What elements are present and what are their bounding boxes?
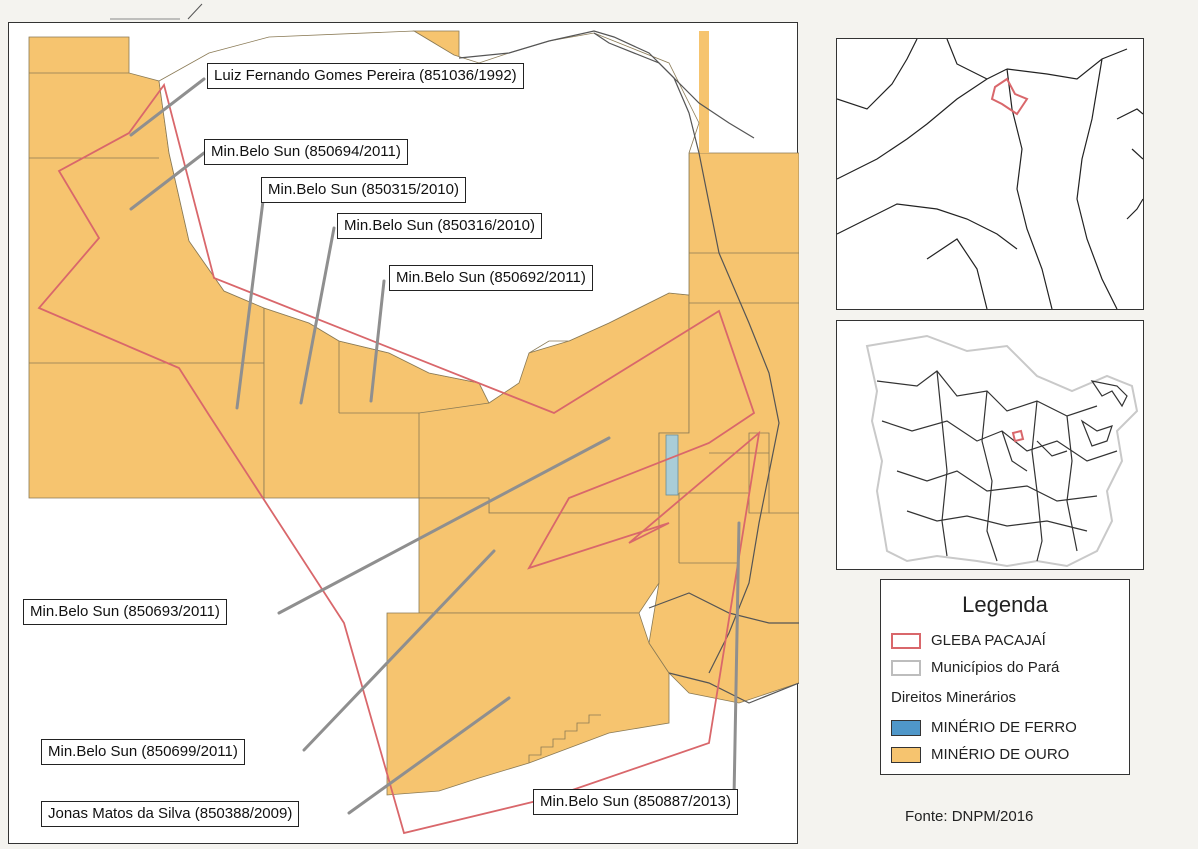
- leader-c7: [302, 549, 496, 752]
- gleba-pacaja-boundary: [37, 82, 761, 835]
- ferro-swatch: [891, 720, 921, 736]
- river-south2: [668, 672, 799, 704]
- callout-850887[interactable]: Min.Belo Sun (850887/2013): [533, 789, 738, 815]
- parcel-river-island: [699, 31, 709, 153]
- legend-label: GLEBA PACAJAÍ: [931, 632, 1046, 649]
- leader-lines: [129, 77, 741, 815]
- gold-parcels: [28, 30, 799, 796]
- leader-c2: [129, 151, 206, 211]
- river-east: [593, 32, 755, 139]
- municipios-swatch: [891, 660, 921, 676]
- legend-label: MINÉRIO DE OURO: [931, 746, 1070, 763]
- iron-parcel: [665, 434, 679, 496]
- legend-subheading: Direitos Minerários: [891, 689, 1017, 706]
- callout-850692[interactable]: Min.Belo Sun (850692/2011): [389, 265, 593, 291]
- callout-850316[interactable]: Min.Belo Sun (850316/2010): [337, 213, 542, 239]
- river-north: [458, 30, 780, 674]
- callout-850699[interactable]: Min.Belo Sun (850699/2011): [41, 739, 245, 765]
- parcel-south: [386, 612, 670, 796]
- callout-jonas-matos[interactable]: Jonas Matos da Silva (850388/2009): [41, 801, 300, 827]
- gleba-locator: [990, 77, 1029, 116]
- leader-c6: [277, 436, 611, 615]
- header-mark: [110, 3, 203, 20]
- callout-luiz-fernando[interactable]: Luiz Fernando Gomes Pereira (851036/1992…: [207, 63, 524, 89]
- main-map[interactable]: Luiz Fernando Gomes Pereira (851036/1992…: [8, 22, 799, 844]
- callout-850693[interactable]: Min.Belo Sun (850693/2011): [23, 599, 227, 625]
- leader-c9: [732, 521, 741, 800]
- ouro-swatch: [891, 747, 921, 763]
- leader-c5: [369, 279, 386, 403]
- callout-850694[interactable]: Min.Belo Sun (850694/2011): [204, 139, 408, 165]
- river-south: [648, 592, 799, 624]
- parcel-south-center: [418, 497, 660, 614]
- parcel-stairs: [528, 714, 601, 763]
- locator-inset-state-canvas: [865, 334, 1139, 568]
- leader-c8: [347, 696, 511, 815]
- gleba-swatch: [891, 633, 921, 649]
- leader-c4: [299, 226, 336, 405]
- leader-c3: [235, 191, 266, 410]
- gleba-state-locator: [1011, 429, 1025, 443]
- legend-label: Municípios do Pará: [931, 659, 1060, 676]
- source-credit: Fonte: DNPM/2016: [905, 808, 1034, 825]
- map-legend: Legenda GLEBA PACAJAÍ Municípios do Pará…: [880, 579, 1130, 775]
- callout-850315[interactable]: Min.Belo Sun (850315/2010): [261, 177, 466, 203]
- legend-label: MINÉRIO DE FERRO: [931, 719, 1077, 736]
- locator-inset-municipal[interactable]: [836, 38, 1144, 310]
- locator-inset-state[interactable]: [836, 320, 1144, 570]
- leader-c1: [129, 77, 206, 137]
- legend-title: Legenda: [962, 592, 1048, 617]
- locator-inset-municipal-canvas: [836, 38, 1144, 310]
- rivers: [458, 30, 799, 704]
- parcel-boundaries: [29, 72, 799, 564]
